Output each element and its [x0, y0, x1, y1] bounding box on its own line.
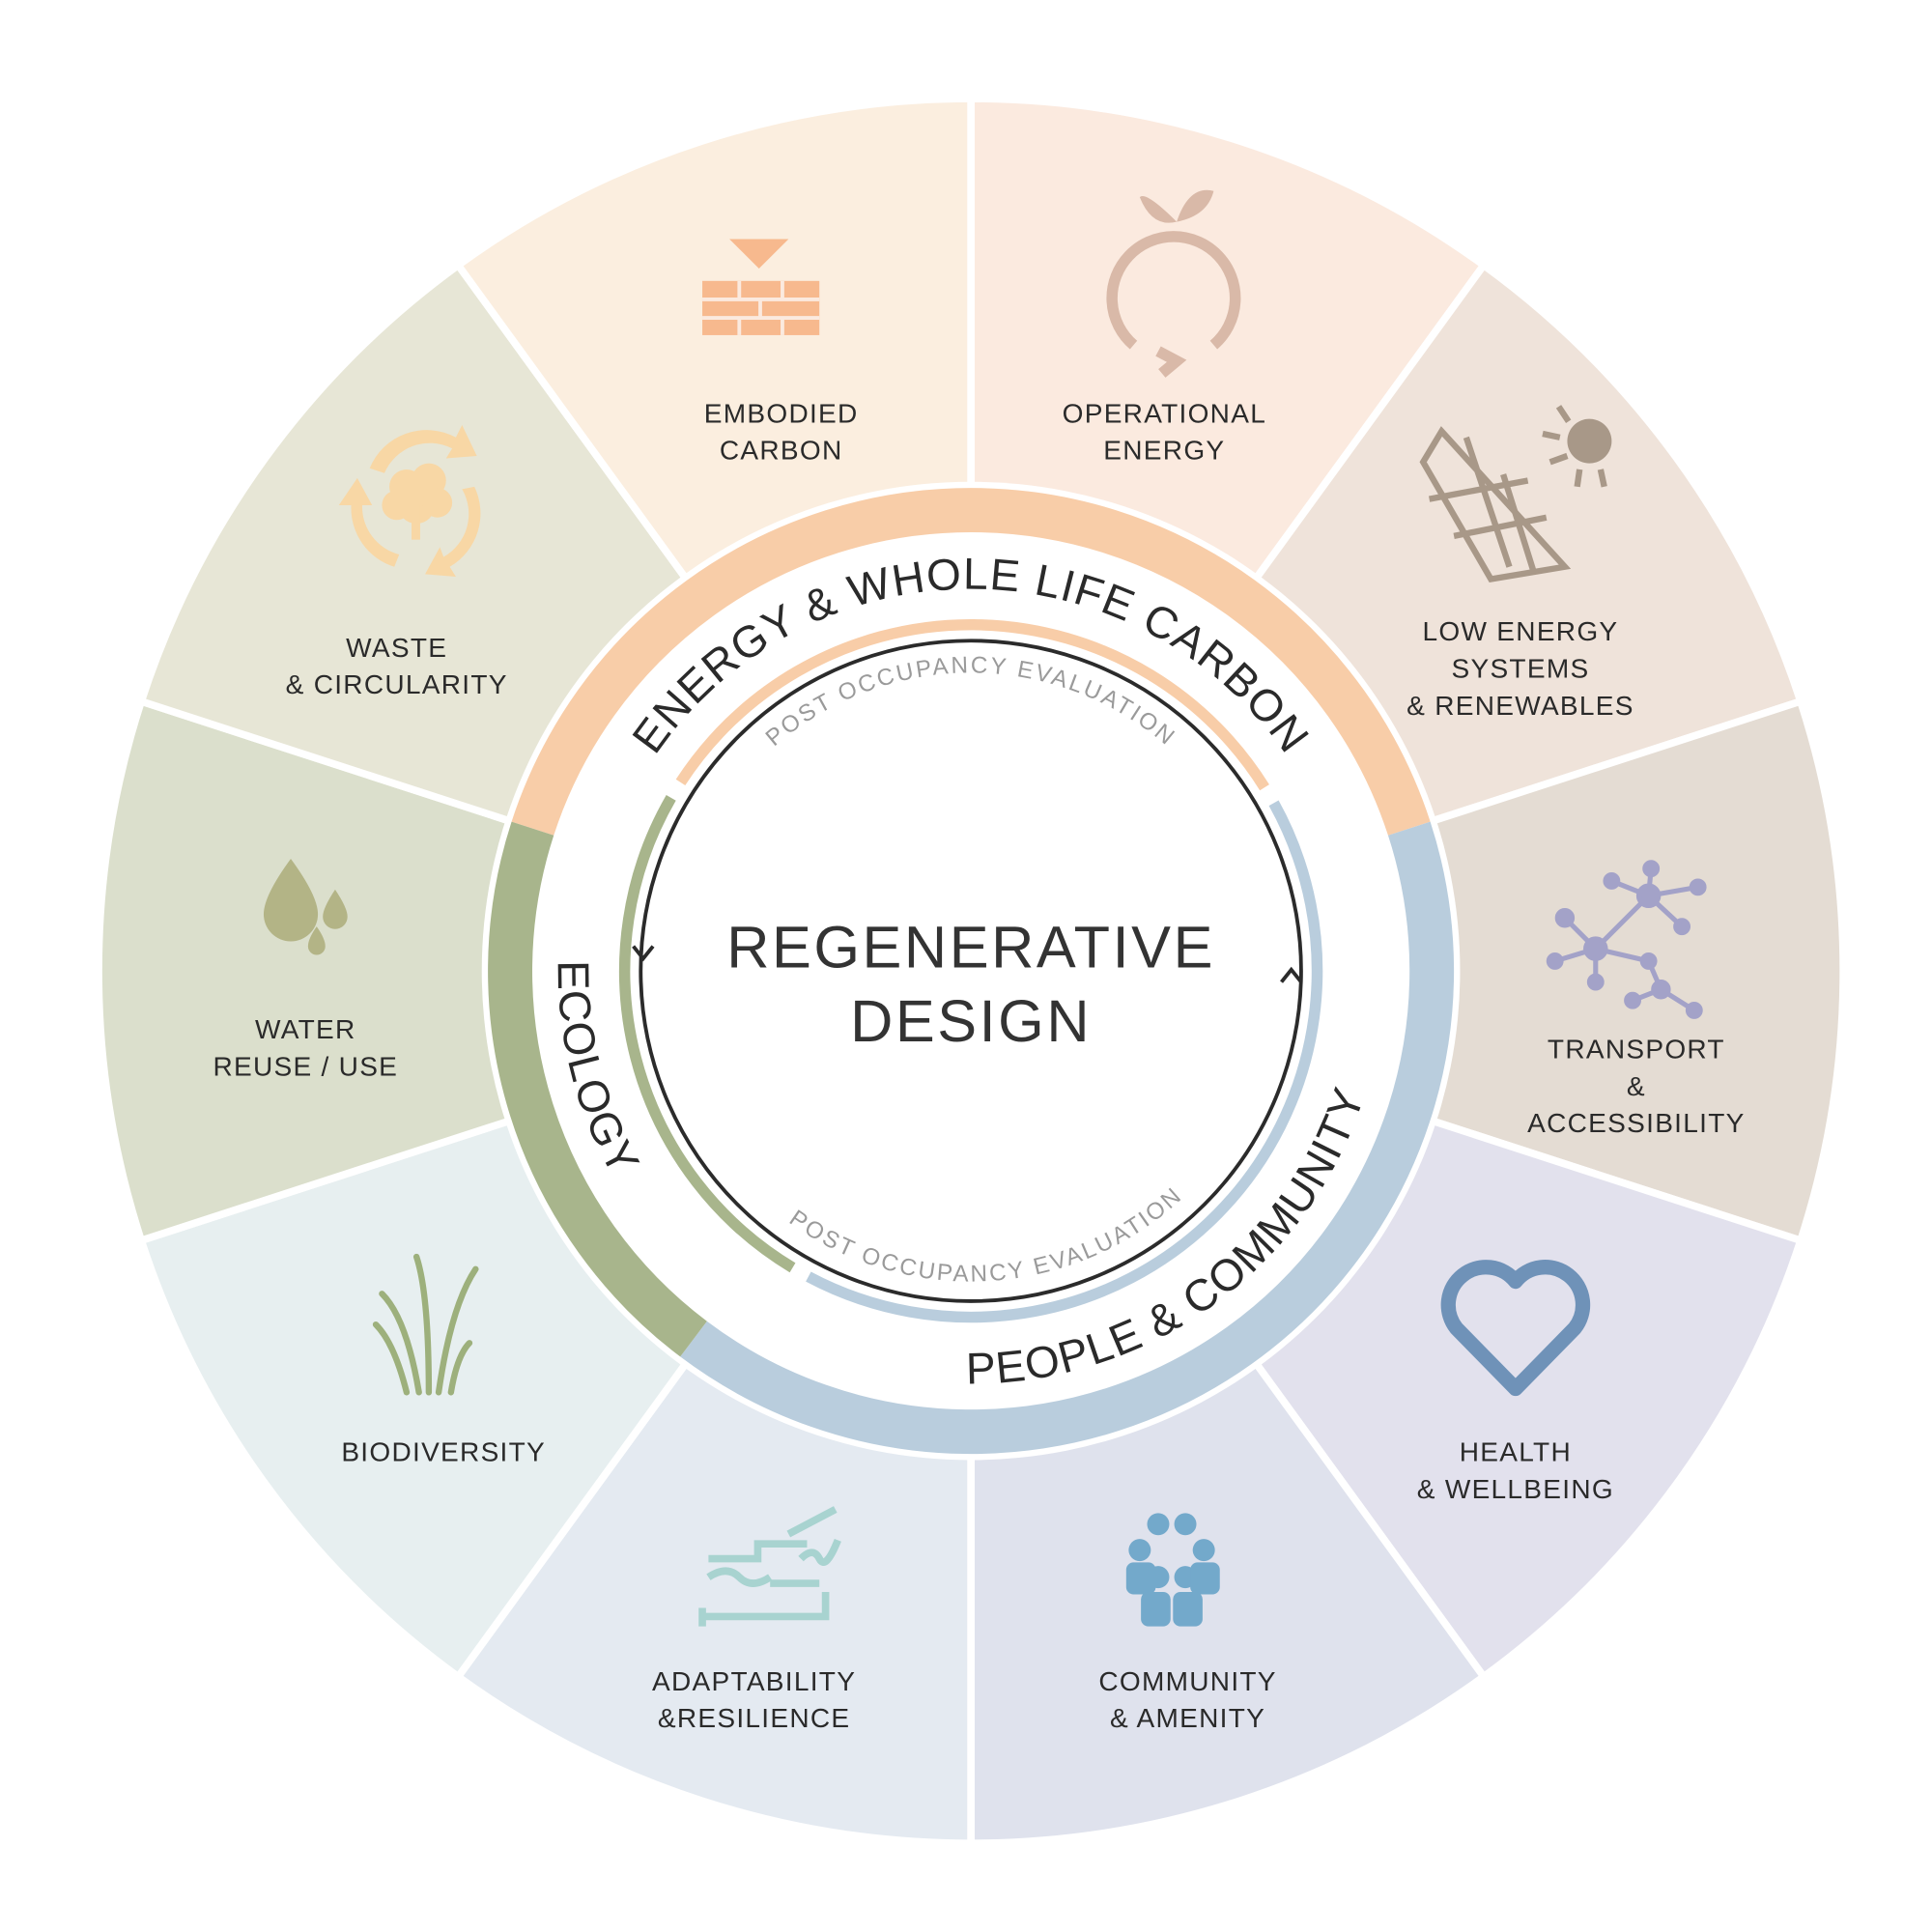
- brick-wall-icon: [702, 239, 820, 335]
- segment-label: & RENEWABLES: [1406, 691, 1634, 721]
- segment-label: & CIRCULARITY: [286, 669, 508, 699]
- arrow-down-icon: [632, 945, 655, 962]
- solar-panel-icon: [1419, 405, 1612, 582]
- segment-label: LOW ENERGY: [1423, 616, 1619, 646]
- segment-label: OPERATIONAL: [1063, 399, 1266, 429]
- center-title-line2: DESIGN: [850, 988, 1092, 1054]
- people-ring-arc: [680, 821, 1455, 1455]
- flood-levels-icon: [698, 1506, 841, 1627]
- segment-label: REUSE / USE: [213, 1052, 398, 1082]
- segment-label: ENERGY: [1103, 436, 1225, 466]
- segment-label: TRANSPORT: [1548, 1035, 1725, 1065]
- grass-icon: [372, 1253, 479, 1396]
- segment-label: ADAPTABILITY: [652, 1666, 856, 1696]
- segment-label: & WELLBEING: [1417, 1474, 1614, 1504]
- segment-label: ACCESSIBILITY: [1527, 1108, 1745, 1138]
- heart-icon: [1440, 1260, 1591, 1397]
- people-icon: [1125, 1513, 1220, 1627]
- segment-label: CARBON: [720, 436, 843, 466]
- ecology-ring-arc: [488, 821, 707, 1357]
- segment-label: &: [1627, 1071, 1646, 1101]
- segment-label: WASTE: [346, 633, 447, 663]
- segment-label: WATER: [255, 1014, 356, 1044]
- center-title-line1: REGENERATIVE: [726, 914, 1215, 980]
- segment-label: HEALTH: [1460, 1437, 1572, 1467]
- network-icon: [1546, 860, 1707, 1019]
- segment-label: EMBODIED: [704, 399, 859, 429]
- segment-label: &RESILIENCE: [658, 1703, 851, 1733]
- arrow-up-icon: [1280, 966, 1303, 983]
- energy-ring-arc: [511, 488, 1431, 836]
- people-inner-arc: [806, 800, 1323, 1323]
- evaluation-cycle-circle: [639, 639, 1303, 1303]
- segment-label: BIODIVERSITY: [341, 1437, 546, 1467]
- segment-label: & AMENITY: [1110, 1703, 1265, 1733]
- cycle-leaf-icon: [1106, 189, 1241, 378]
- energy-inner-arc: [675, 618, 1269, 791]
- ecology-inner-arc: [618, 795, 796, 1273]
- segment-label: SYSTEMS: [1451, 654, 1589, 684]
- water-drops-icon: [263, 859, 348, 955]
- segment-label: COMMUNITY: [1098, 1666, 1276, 1696]
- recycle-tree-icon: [338, 425, 481, 577]
